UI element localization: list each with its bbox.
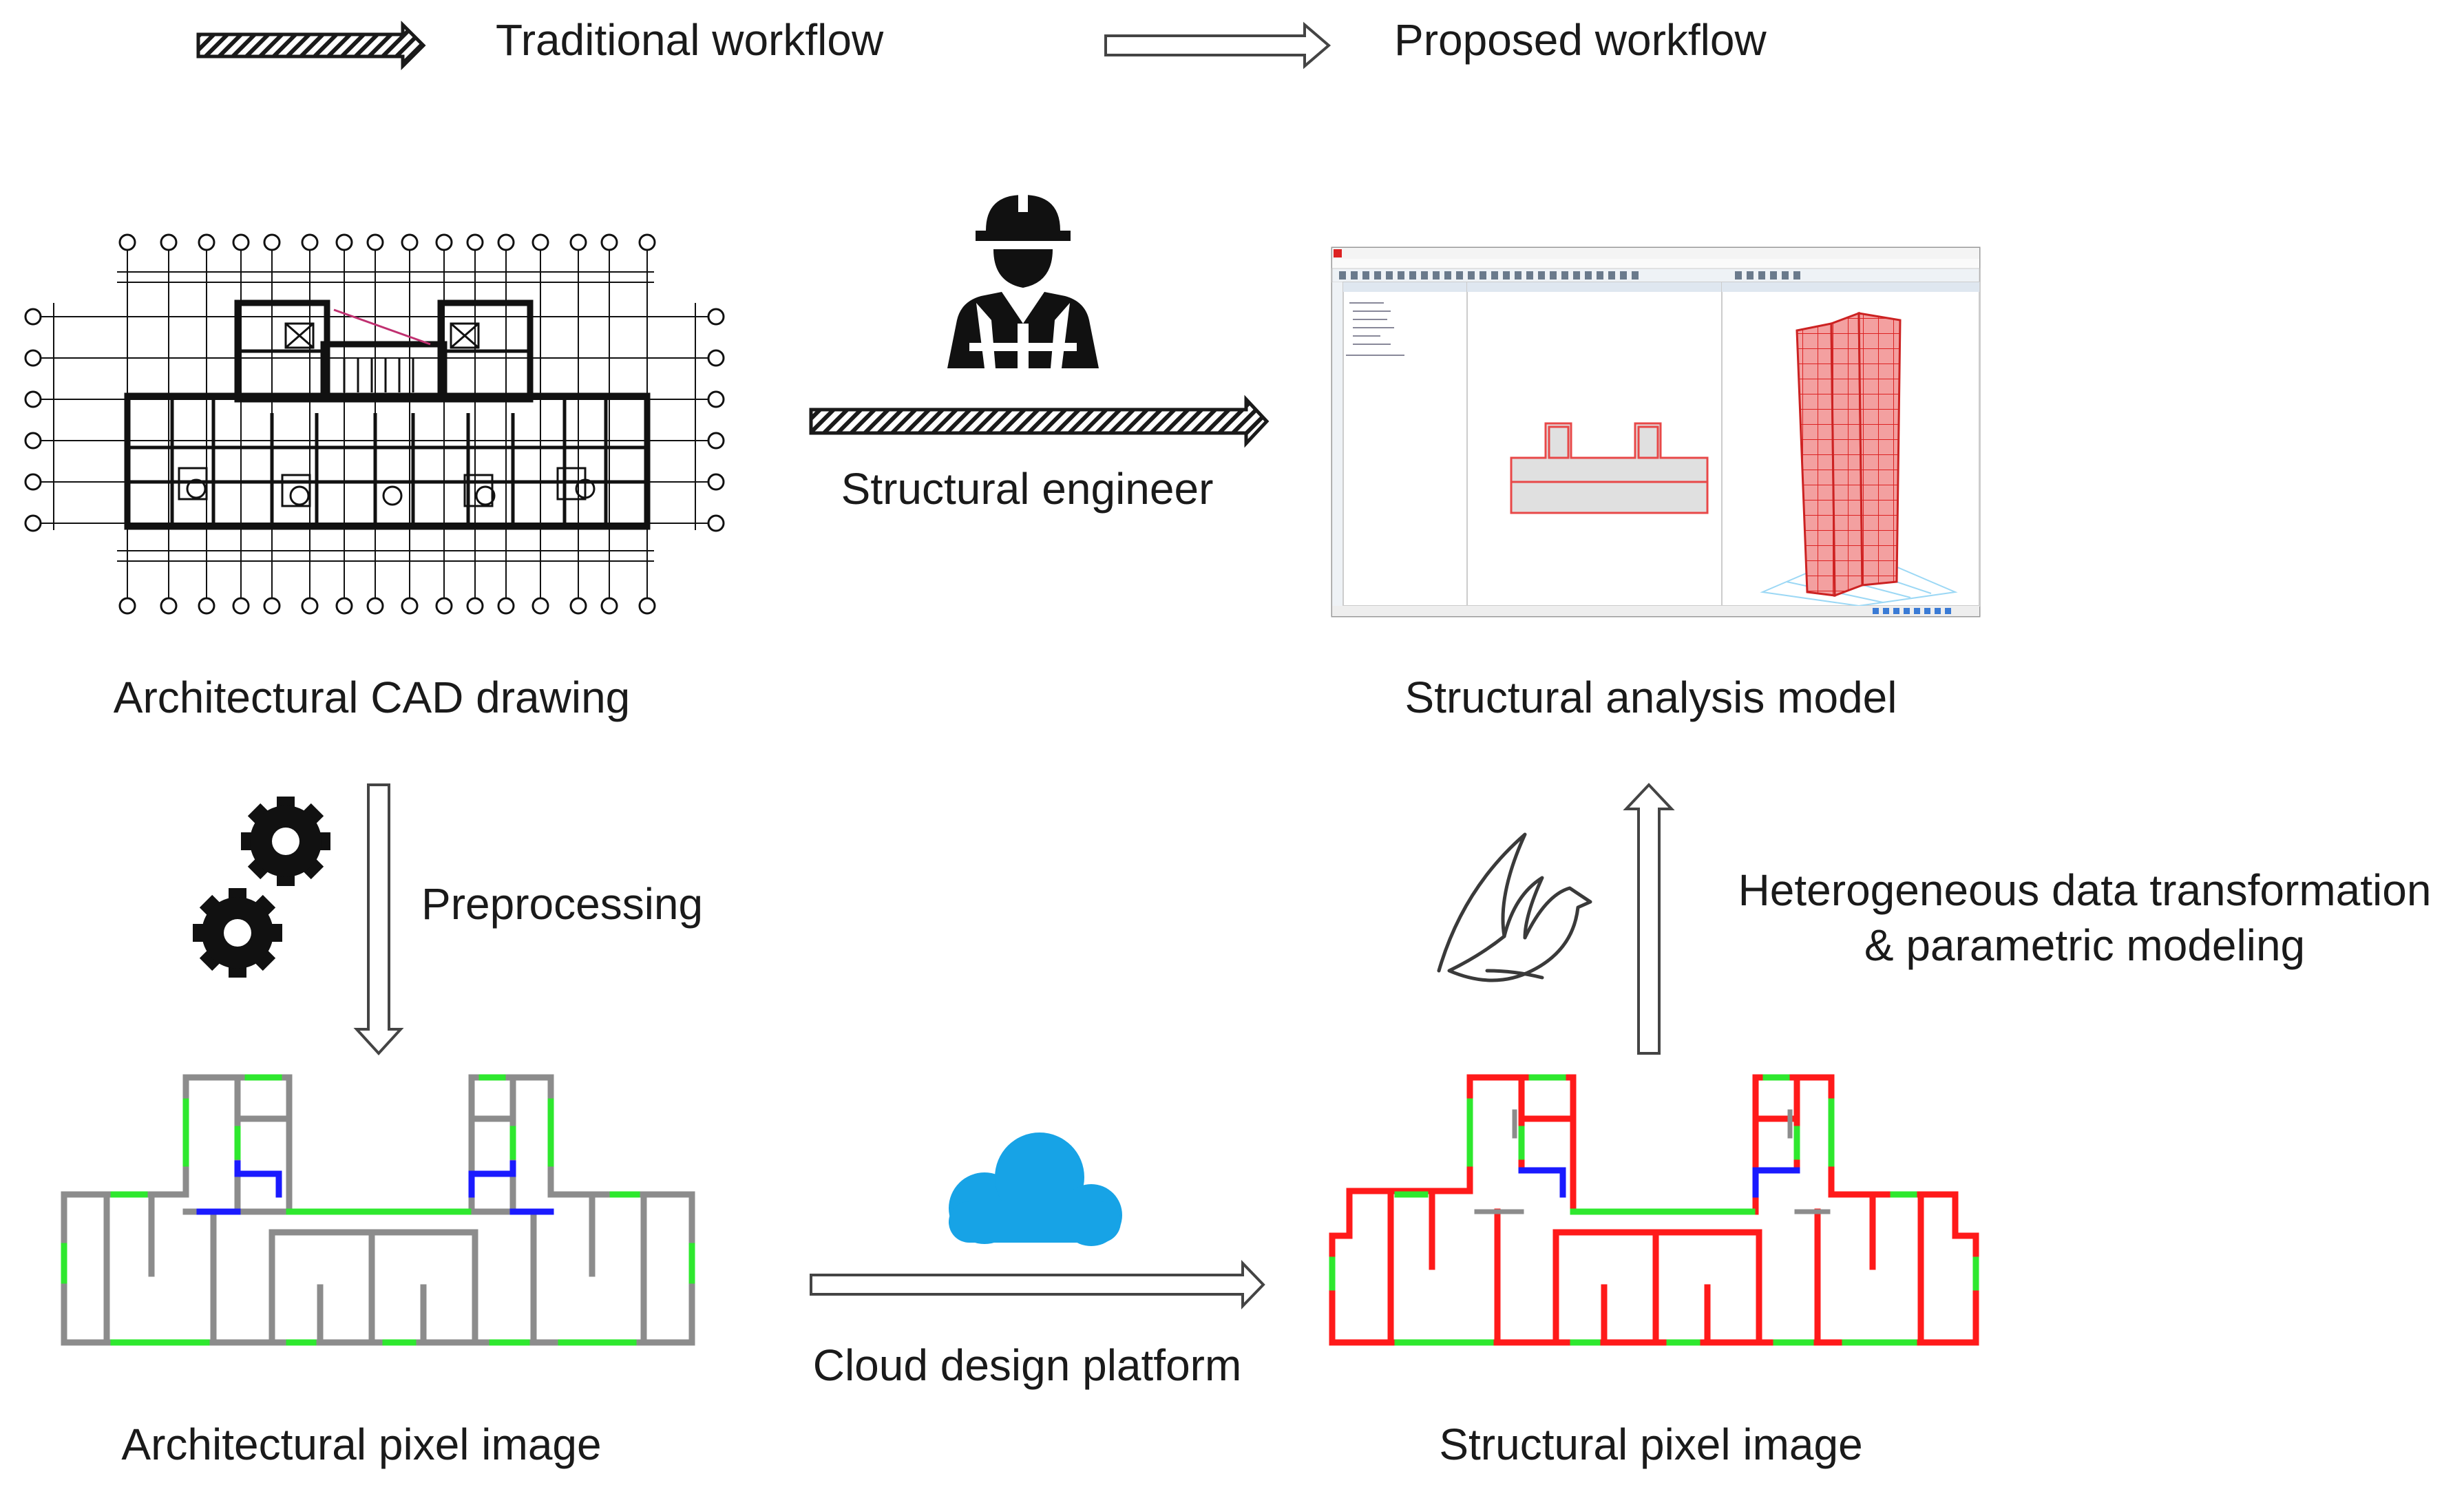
edge-label-transform-line1: Heterogeneous data transformation [1738, 865, 2432, 915]
node-label-struct-pixel: Structural pixel image [1439, 1420, 1863, 1469]
bird-icon [1437, 832, 1592, 982]
node-label-arch-pixel: Architectural pixel image [121, 1420, 602, 1469]
model-plan-view [1510, 422, 1709, 514]
analysis-software-screenshot [1331, 246, 1981, 618]
cad-drawing-image [24, 233, 725, 615]
edge-label-preprocessing: Preprocessing [421, 879, 704, 929]
engineer-icon [947, 191, 1099, 368]
edge-label-structural-engineer: Structural engineer [841, 464, 1214, 514]
legend-proposed-arrow [1104, 21, 1331, 70]
transformation-arrow [1623, 783, 1675, 1055]
preprocessing-arrow [353, 783, 404, 1055]
traditional-workflow-arrow [809, 394, 1270, 448]
node-label-cad-drawing: Architectural CAD drawing [113, 673, 631, 722]
cloud-platform-arrow [810, 1260, 1265, 1309]
legend-proposed-label: Proposed workflow [1394, 15, 1767, 65]
hollow-arrow-icon [1104, 21, 1331, 70]
architectural-pixel-plan [61, 1074, 695, 1346]
legend-traditional-arrow [196, 20, 426, 71]
gears-icon [193, 797, 330, 978]
edge-label-transform-line2: & parametric modeling [1864, 920, 2306, 970]
edge-label-cloud-platform: Cloud design platform [812, 1340, 1242, 1390]
node-label-analysis-model: Structural analysis model [1404, 673, 1897, 722]
legend-traditional-label: Traditional workflow [496, 15, 884, 65]
cloud-icon [949, 1132, 1122, 1246]
hatched-arrow-icon [196, 20, 426, 71]
model-3d-view [1760, 311, 1958, 607]
structural-pixel-plan [1329, 1074, 1979, 1346]
